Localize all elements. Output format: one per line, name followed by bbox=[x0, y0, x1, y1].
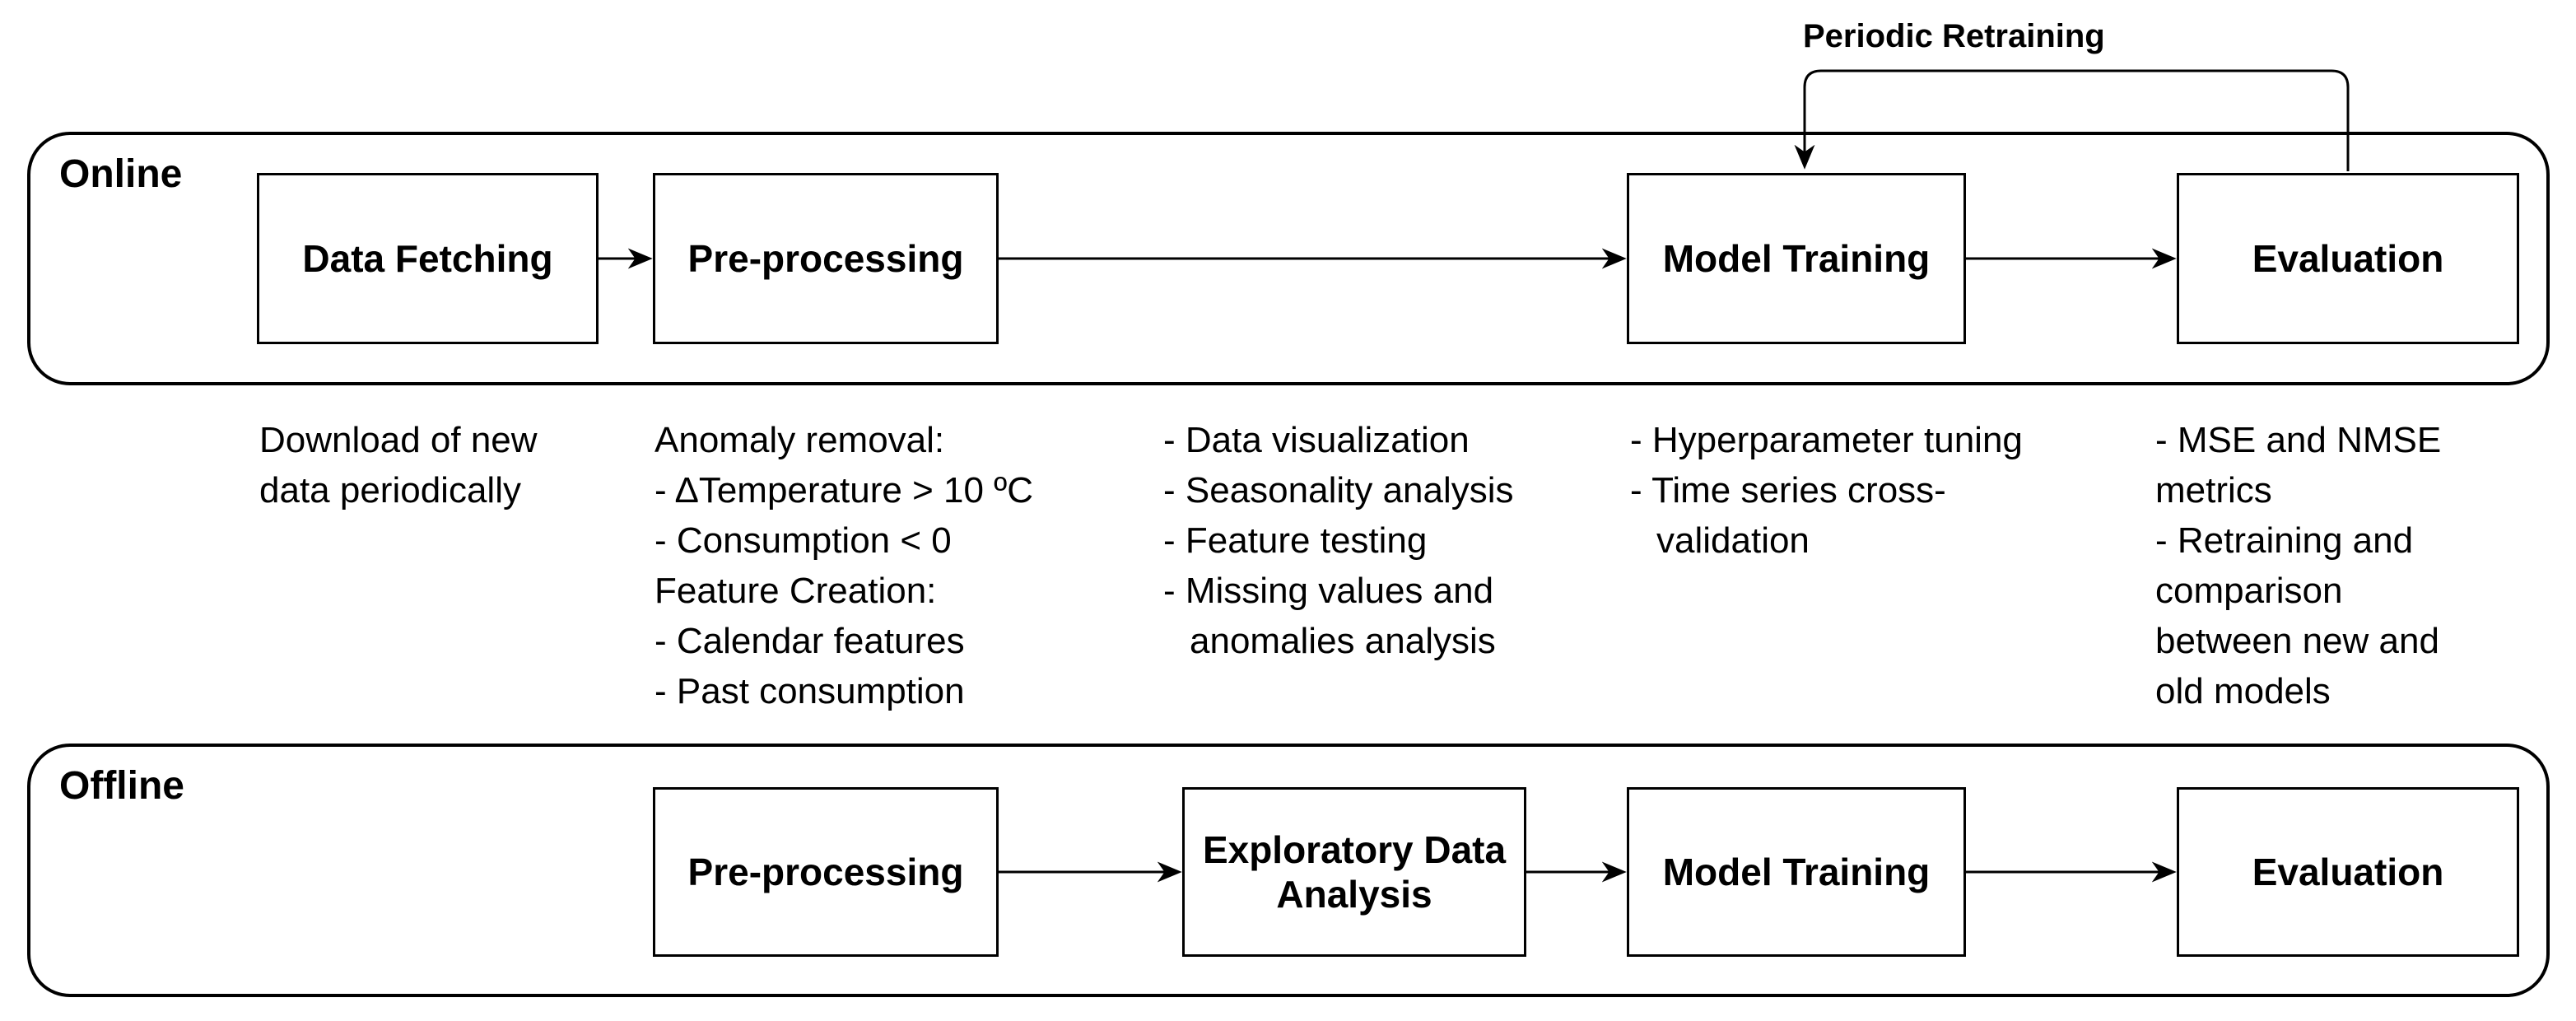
annotation-data-fetching: Download of new data periodically bbox=[259, 415, 538, 515]
online-step-pre-processing: Pre-processing bbox=[653, 173, 999, 344]
offline-step-model-training: Model Training bbox=[1627, 787, 1966, 957]
annotation-line: data periodically bbox=[259, 470, 521, 510]
offline-section-label: Offline bbox=[59, 764, 184, 808]
annotation-line: - Consumption < 0 bbox=[654, 520, 952, 561]
annotation-line: validation bbox=[1656, 520, 1810, 561]
annotation-line: old models bbox=[2155, 671, 2331, 711]
online-step-model-training: Model Training bbox=[1627, 173, 1966, 344]
annotation-line: - Data visualization bbox=[1163, 420, 1470, 460]
annotation-line: - Feature testing bbox=[1163, 520, 1428, 561]
annotation-line: Feature Creation: bbox=[654, 571, 937, 611]
annotation-pre-processing: Anomaly removal: - ΔTemperature > 10 ºC … bbox=[654, 415, 1033, 716]
annotation-line: Download of new bbox=[259, 420, 538, 460]
annotation-model-training: - Hyperparameter tuning - Time series cr… bbox=[1630, 415, 2023, 566]
online-container bbox=[27, 132, 2550, 385]
online-step-evaluation: Evaluation bbox=[2177, 173, 2519, 344]
periodic-retraining-label: Periodic Retraining bbox=[1803, 18, 2105, 54]
annotation-evaluation: - MSE and NMSE metrics - Retraining and … bbox=[2155, 415, 2441, 716]
offline-step-pre-processing: Pre-processing bbox=[653, 787, 999, 957]
offline-step-exploratory-data-analysis: Exploratory Data Analysis bbox=[1182, 787, 1526, 957]
annotation-line: anomalies analysis bbox=[1190, 621, 1496, 661]
annotation-line: - ΔTemperature > 10 ºC bbox=[654, 470, 1034, 510]
online-step-data-fetching: Data Fetching bbox=[257, 173, 599, 344]
annotation-line: metrics bbox=[2155, 470, 2272, 510]
annotation-line: - Hyperparameter tuning bbox=[1630, 420, 2023, 460]
annotation-line: - Seasonality analysis bbox=[1163, 470, 1514, 510]
annotation-line: comparison bbox=[2155, 571, 2343, 611]
annotation-line: - Retraining and bbox=[2155, 520, 2414, 561]
annotation-line: - Missing values and bbox=[1163, 571, 1494, 611]
offline-step-evaluation: Evaluation bbox=[2177, 787, 2519, 957]
annotation-line: - Calendar features bbox=[654, 621, 965, 661]
annotation-line: Anomaly removal: bbox=[654, 420, 945, 460]
annotation-exploratory-data-analysis: - Data visualization - Seasonality analy… bbox=[1163, 415, 1514, 666]
annotation-line: - Time series cross- bbox=[1630, 470, 1946, 510]
online-section-label: Online bbox=[59, 152, 183, 196]
annotation-line: - Past consumption bbox=[654, 671, 965, 711]
offline-container bbox=[27, 744, 2550, 997]
annotation-line: between new and bbox=[2155, 621, 2439, 661]
annotation-line: - MSE and NMSE bbox=[2155, 420, 2442, 460]
